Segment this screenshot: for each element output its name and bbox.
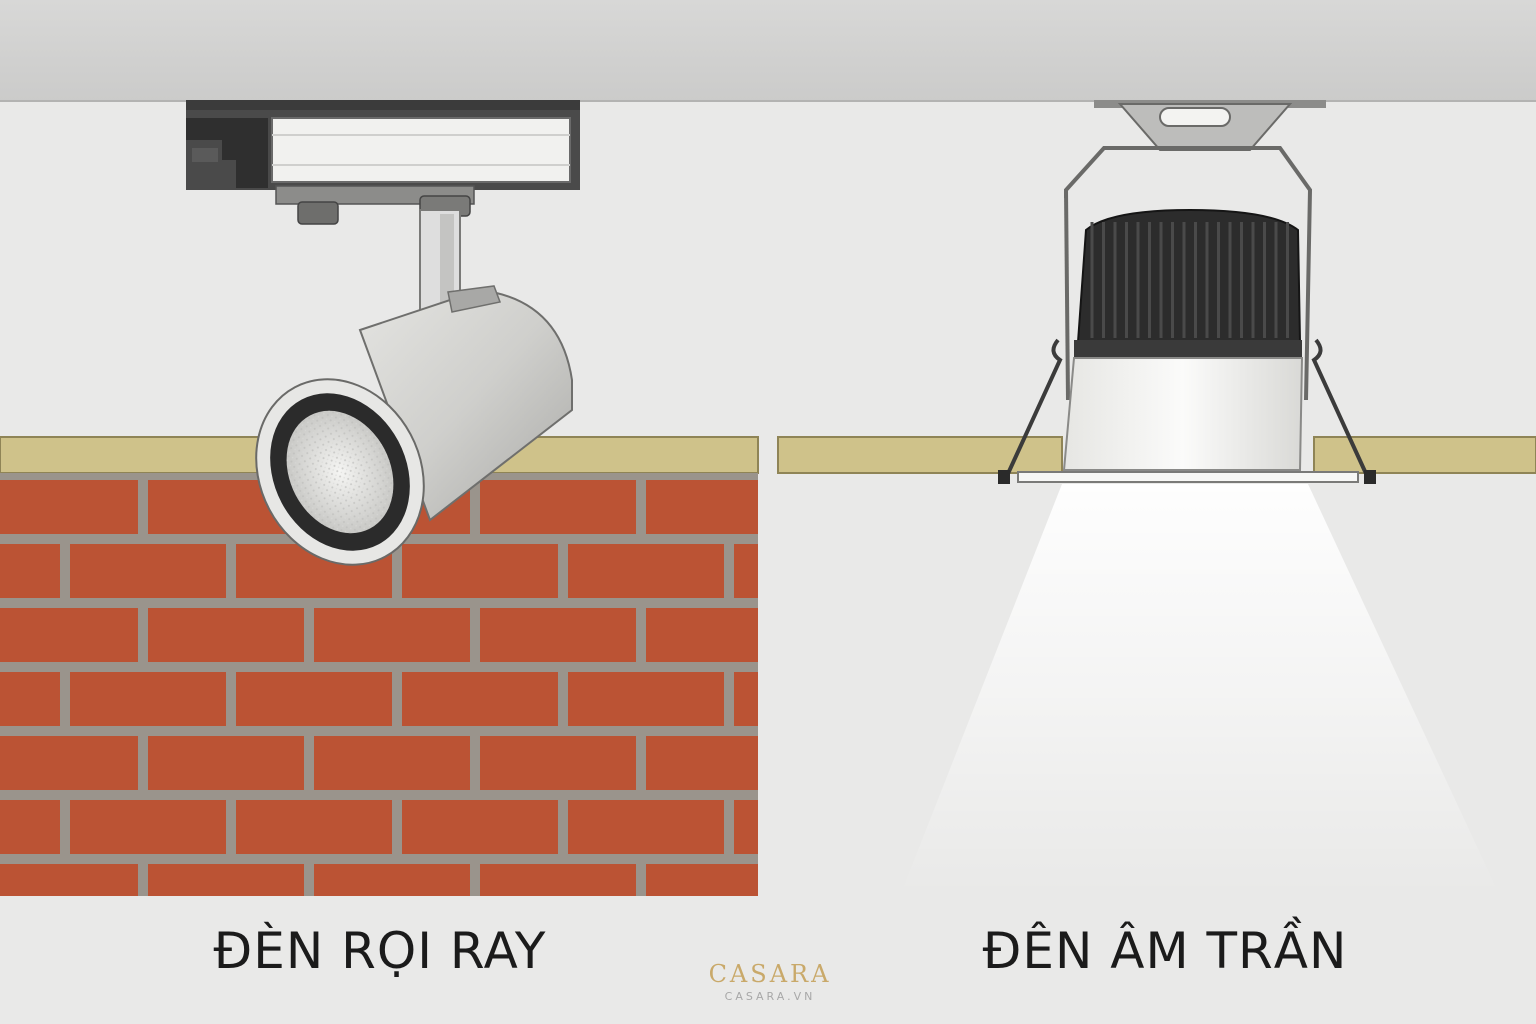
brick (70, 672, 226, 726)
brick (734, 800, 758, 854)
light-beam (900, 484, 1500, 896)
track-spotlight-icon (186, 100, 580, 566)
brick (0, 672, 60, 726)
brick (480, 736, 636, 790)
brand-url: CASARA.VN (724, 990, 816, 1003)
brick (236, 672, 392, 726)
brick (402, 672, 558, 726)
label-recessed-light: ĐÊN ÂM TRẦN (982, 922, 1348, 980)
brick (480, 864, 636, 896)
brick (148, 736, 304, 790)
brick (734, 544, 758, 598)
brick (646, 608, 758, 662)
recessed-downlight-icon (900, 100, 1500, 896)
brick (148, 608, 304, 662)
brick (0, 736, 138, 790)
brick (402, 544, 558, 598)
brick (70, 800, 226, 854)
ceiling-slab (0, 0, 1536, 101)
ceiling-board-right-b (1313, 436, 1536, 474)
brick-pattern (0, 480, 758, 896)
heatsink-fins (1090, 222, 1289, 338)
brick (568, 800, 724, 854)
ceiling-board-right-a (777, 436, 1063, 474)
brick (0, 800, 60, 854)
brick (0, 480, 138, 534)
label-track-light: ĐÈN RỌI RAY (213, 922, 547, 980)
brick (0, 608, 138, 662)
brick (568, 544, 724, 598)
brick (314, 864, 470, 896)
brick (646, 480, 758, 534)
brick (70, 544, 226, 598)
brand-logo: CASARA CASARA.VN (690, 962, 850, 1003)
brick (314, 608, 470, 662)
brick (480, 480, 636, 534)
brick (0, 864, 138, 896)
brick (402, 800, 558, 854)
brick (314, 736, 470, 790)
brick (734, 672, 758, 726)
brick (148, 864, 304, 896)
brand-name: CASARA (708, 960, 832, 988)
brick (236, 800, 392, 854)
brick (0, 544, 60, 598)
brick (646, 864, 758, 896)
brick (568, 672, 724, 726)
brick (480, 608, 636, 662)
brick (646, 736, 758, 790)
